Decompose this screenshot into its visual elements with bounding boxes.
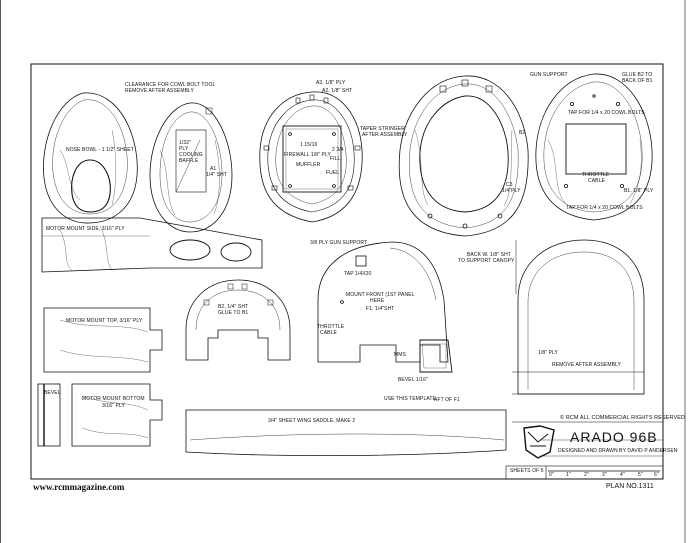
drawing-border xyxy=(30,63,664,480)
sheets-text: SHEETS OF 6 xyxy=(510,468,544,474)
label-saddle: 3/4" SHEET WING SADDLE, MAKE 2 xyxy=(268,418,356,424)
b1-part xyxy=(535,73,653,221)
scale-4: 4" xyxy=(620,472,625,478)
label-baffle-3: COOLING xyxy=(179,152,203,158)
label-throttle: THROTTLE xyxy=(582,172,610,178)
label-c3: C3 xyxy=(506,182,513,188)
motor-mount-top-part xyxy=(43,307,163,373)
motor-mount-bottom-part xyxy=(71,383,163,447)
label-dim2: 1 15/16 xyxy=(300,142,318,148)
label-firewall: FIREWALL 1/8" PLY xyxy=(284,152,331,158)
label-muffler: MUFFLER xyxy=(296,162,321,168)
label-clearance-2: REMOVE AFTER ASSEMBLY xyxy=(125,88,194,94)
a1-part xyxy=(149,102,233,233)
label-remove: REMOVE AFTER ASSEMBLY xyxy=(552,362,621,368)
label-mm-top: MOTOR MOUNT TOP, 3/16" PLY xyxy=(66,318,143,324)
label-dim: 2 3/4 xyxy=(332,147,344,153)
label-mms: MMS xyxy=(394,352,406,358)
c3-part xyxy=(398,75,529,237)
label-mount-front: MOUNT FRONT (1ST PANEL xyxy=(346,292,415,298)
label-gun-ply: 3/8 PLY GUN SUPPORT xyxy=(310,240,368,246)
firewall-part xyxy=(259,91,363,223)
label-mount-front-2: HERE xyxy=(370,298,385,304)
label-baffle-2: PLY xyxy=(179,146,189,152)
motor-mount-side-part xyxy=(41,217,263,273)
site-url[interactable]: www.rcmmagazine.com xyxy=(33,482,125,492)
label-back-2: TO SUPPORT CANOPY xyxy=(458,258,515,264)
label-ply-18: 1/8" PLY xyxy=(538,350,558,356)
label-taper: TAPER STRINGER xyxy=(360,126,405,132)
label-baffle: 1/32" xyxy=(179,140,192,146)
label-b1: B1, 1/8" PLY xyxy=(624,188,654,194)
label-mm-side: MOTOR MOUNT SIDE, 3/16" PLY xyxy=(46,226,125,232)
label-tap-top: TAP FOR 1/4 x 20 COWL BOLTS xyxy=(568,110,645,116)
label-throttle-f1: THROTTLE xyxy=(317,324,345,330)
label-a2: A2, 1/8" SHT xyxy=(322,88,353,94)
scale-1: 1" xyxy=(566,472,571,478)
label-glue-2: BACK OF B1 xyxy=(622,78,653,84)
label-bevel-116: BEVEL 1/16" xyxy=(398,377,428,383)
label-throttle-2: CABLE xyxy=(588,178,605,184)
label-a1: A1 xyxy=(210,166,217,172)
label-b2-glue: GLUE TO B1 xyxy=(218,310,249,316)
label-baffle-4: BAFFLE xyxy=(179,158,199,164)
nose-bowl-part xyxy=(43,92,138,224)
label-throttle-f1-2: CABLE xyxy=(320,330,337,336)
wing-saddle-part xyxy=(185,409,507,457)
f1-part xyxy=(317,241,453,373)
label-a1-2: 1/4" SHT xyxy=(206,172,227,178)
title-block xyxy=(505,421,664,480)
copyright-text: © RCM ALL COMMERCIAL RIGHTS RESERVED xyxy=(560,415,686,421)
label-a3: A3, 1/8" PLY xyxy=(316,80,346,86)
label-fuel: FUEL xyxy=(326,170,340,176)
plan-number: PLAN NO.1311 xyxy=(606,483,654,490)
label-use-template: USE THIS TEMPLATE xyxy=(384,396,436,402)
label-back: BACK W. 1/8" SHT xyxy=(467,252,511,258)
rcm-seal-icon xyxy=(523,425,555,459)
label-nose-bowl: NOSE BOWL - 1 1/2" SHEET xyxy=(66,147,134,153)
b2-part xyxy=(185,279,291,361)
plan-title: ARADO 96B xyxy=(570,429,658,445)
label-bevel: BEVEL xyxy=(44,390,61,396)
label-f1: F1, 1/4"SHT xyxy=(366,306,395,312)
label-gun-support: GUN SUPPORT xyxy=(530,72,568,78)
scale-3: 3" xyxy=(602,472,607,478)
bevel-strip-part xyxy=(37,383,61,447)
label-mm-bottom-2: 3/16" PLY xyxy=(102,403,125,409)
label-b2: B2 xyxy=(519,130,526,136)
scale-0: 0" xyxy=(549,472,554,478)
scale-6: 6" xyxy=(654,472,659,478)
label-tap-bottom: TAP FOR 1/4 x 20 COWL BOLTS xyxy=(566,205,643,211)
designer-text: DESIGNED AND DRAWN BY DAVID P ANDERSEN xyxy=(558,448,678,454)
scale-2: 2" xyxy=(584,472,589,478)
label-mm-bottom: MOTOR MOUNT BOTTOM xyxy=(82,396,145,402)
label-glue: GLUE B2 TO xyxy=(622,72,653,78)
label-clearance: CLEARANCE FOR COWL BOLT TOOL xyxy=(125,82,216,88)
label-aft-f1: AFT OF F1 xyxy=(434,397,460,403)
label-c3-2: 1/4"PLY xyxy=(502,188,521,194)
scale-5: 5" xyxy=(638,472,643,478)
canopy-support-part xyxy=(512,239,645,395)
label-b2-sht: B2, 1/4" SHT xyxy=(218,304,249,310)
label-fill: FILL xyxy=(330,156,341,162)
label-tap-f1: TAP 1/4X20 xyxy=(344,271,372,277)
label-taper-2: AFTER ASSEMBLY xyxy=(362,132,408,138)
